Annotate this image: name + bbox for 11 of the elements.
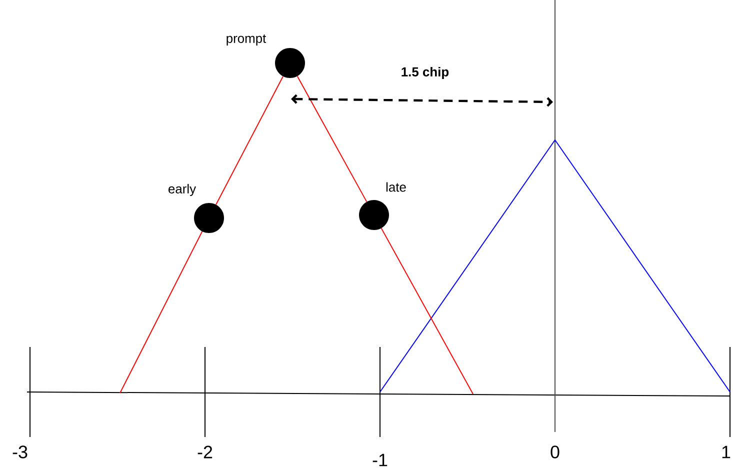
tick-label: -2 bbox=[198, 446, 212, 458]
tick-label: 1 bbox=[722, 446, 730, 458]
tick-label: -3 bbox=[12, 446, 28, 458]
point-label: early bbox=[168, 184, 196, 196]
tick-label: -1 bbox=[372, 454, 388, 466]
point-label: prompt bbox=[226, 34, 266, 46]
line-segment bbox=[216, 76, 284, 206]
tick-label: 0 bbox=[550, 446, 560, 458]
line-segment bbox=[296, 76, 368, 202]
point-label: late bbox=[386, 182, 406, 192]
dimension-label: 1.5 chip bbox=[402, 66, 449, 80]
